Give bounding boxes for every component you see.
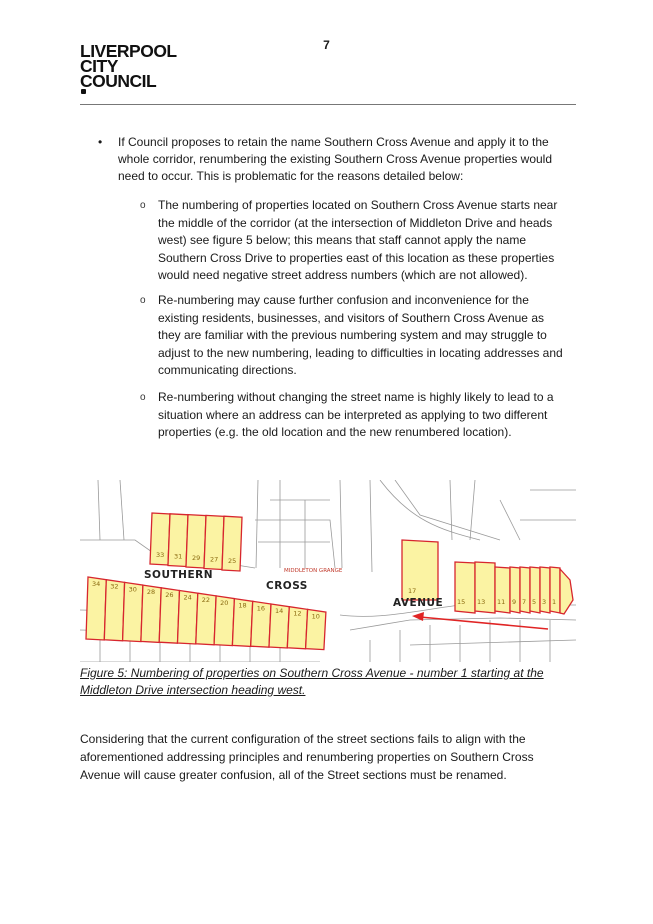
lot-number: 18 [238, 602, 246, 610]
lot-east [529, 566, 541, 614]
lot-number: 31 [174, 553, 182, 561]
sub-bullet-1: The numbering of properties located on S… [158, 198, 558, 282]
label-southern: SOUTHERN [144, 569, 213, 581]
lot-east-cap [559, 567, 574, 615]
lot-number: 32 [110, 583, 118, 591]
council-logo: LIVERPOOL CITY COUNCIL [80, 41, 177, 94]
lot-number: 12 [293, 610, 301, 618]
lot-number: 13 [477, 598, 485, 606]
lot-east [474, 561, 496, 614]
sub-bullet-3: Re-numbering without changing the street… [158, 390, 554, 439]
lot-east [494, 566, 511, 614]
lot-number: 3 [542, 598, 546, 606]
lot-number: 20 [220, 599, 228, 607]
lot-number: 9 [512, 598, 516, 606]
lot-number: 22 [202, 596, 210, 604]
lot-number: 5 [532, 598, 536, 606]
label-cross: CROSS [266, 580, 308, 592]
bullet-icon: • [98, 135, 103, 149]
lot-number: 16 [257, 604, 265, 612]
logo-line-1: LIVERPOOL [80, 41, 177, 61]
logo-line-3: COUNCIL [80, 72, 177, 94]
lots [85, 512, 574, 651]
lot-number: 33 [156, 551, 164, 559]
figure-caption: Figure 5: Numbering of properties on Sou… [80, 666, 544, 697]
sub-bullet-icon: o [140, 295, 146, 306]
lot-number: 14 [275, 607, 283, 615]
lot-east [539, 566, 551, 614]
direction-arrow-line [419, 616, 549, 630]
lot-number: 29 [192, 554, 200, 562]
lot-east [454, 561, 476, 614]
lot-east [549, 566, 561, 614]
sub-bullet-icon: o [140, 200, 146, 211]
lot-number: 27 [210, 556, 218, 564]
lot-number: 34 [92, 580, 100, 588]
logo-line-2: CITY [80, 56, 118, 76]
lot-number: 30 [129, 585, 137, 593]
label-middleton-grange: MIDDLETON GRANGE [284, 568, 343, 574]
main-bullet-text: If Council proposes to retain the name S… [118, 135, 553, 183]
lot-number: 26 [165, 591, 173, 599]
direction-arrow-head-icon [412, 612, 424, 621]
lot-middle [401, 539, 439, 601]
lot-number: 25 [228, 557, 236, 565]
conclusion-paragraph: Considering that the current configurati… [80, 732, 534, 782]
page-number: 7 [323, 38, 330, 52]
lot-number: 1 [552, 598, 556, 606]
lot-number: 11 [497, 598, 505, 606]
logo-dot-icon [81, 89, 86, 94]
lot-north [221, 515, 243, 572]
lot-east [519, 566, 531, 614]
lot-east [509, 566, 521, 614]
lot-south [304, 608, 327, 651]
sub-bullet-icon: o [140, 392, 146, 403]
sub-bullet-2: Re-numbering may cause further confusion… [158, 293, 563, 377]
lot-number: 28 [147, 588, 155, 596]
header-divider [80, 104, 576, 105]
lot-number: 24 [184, 594, 192, 602]
lot-number: 10 [312, 612, 320, 620]
lot-number: 7 [522, 598, 526, 606]
lot-number: 17 [408, 587, 416, 595]
lot-number: 15 [457, 598, 465, 606]
label-avenue: AVENUE [393, 597, 443, 609]
